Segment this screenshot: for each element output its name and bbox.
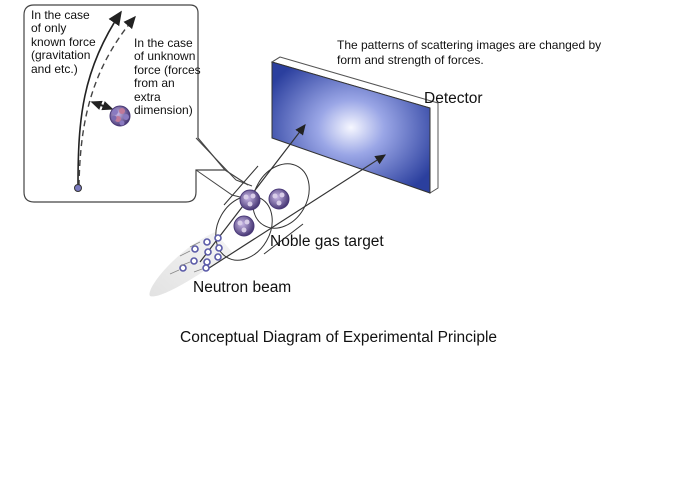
target-label: Noble gas target: [270, 233, 384, 250]
beam-label: Neutron beam: [193, 279, 292, 296]
detector-label: Detector: [424, 90, 483, 107]
detector: [270, 56, 439, 194]
target-nucleus-3: [233, 215, 255, 237]
scatter-path-2: [205, 154, 387, 271]
nucleus-icon: [109, 105, 131, 127]
unknown-force-trajectory: [78, 15, 136, 187]
force-arrow-2: [95, 101, 114, 111]
callout-pointer: [195, 137, 253, 187]
known-force-trajectory: [77, 10, 122, 187]
target-nucleus-1: [239, 189, 261, 211]
scattering-note: The patterns of scattering images are ch…: [337, 38, 602, 67]
unknown-force-label: In the case of unknown force (forces fro…: [134, 36, 201, 118]
neutron-motion-lines: [169, 241, 203, 275]
noble-gas-target: [215, 163, 310, 261]
figure-caption: Conceptual Diagram of Experimental Princ…: [180, 329, 498, 346]
neutron-beam-particles: [179, 234, 223, 272]
known-force-label: In the case of only known force (gravita…: [31, 8, 96, 76]
neutron-origin-icon: [74, 184, 82, 192]
target-nucleus-2: [268, 188, 290, 210]
